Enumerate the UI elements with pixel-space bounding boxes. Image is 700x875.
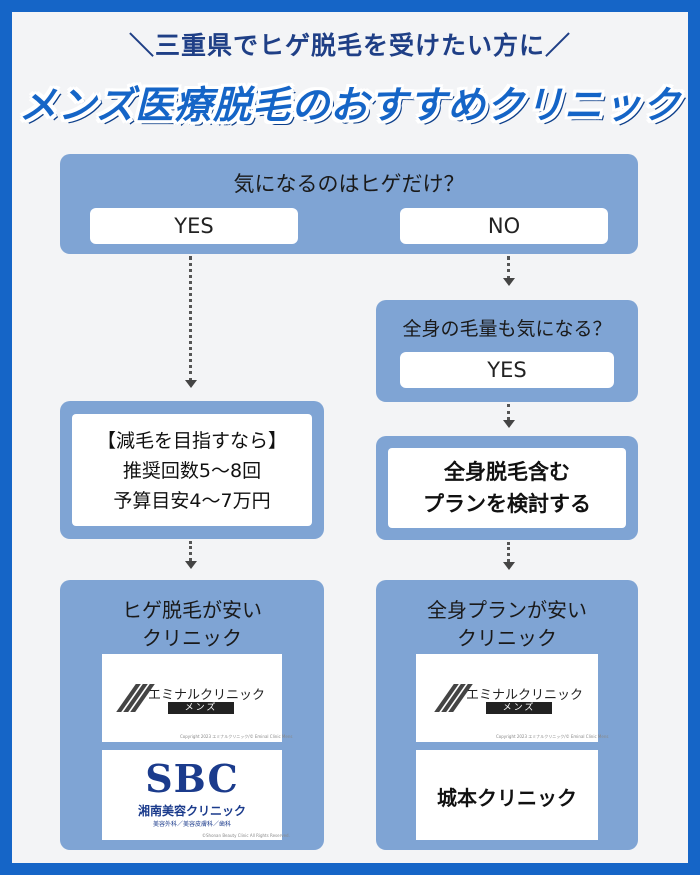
sbc-clinic-departments: 美容外科／美容皮膚科／歯科	[152, 821, 231, 828]
shiromoto-clinic-name: 城本クリニック	[437, 786, 577, 810]
eminal-clinic-logo-left[interactable]: エミナルクリニック メンズ Copyright 2023 エミナルクリニック/©…	[102, 654, 292, 742]
eminal-stripes-icon	[116, 684, 155, 712]
fullbody-info-card: 全身脱毛含む プランを検討する	[388, 448, 626, 528]
reduction-info-card: 【減毛を目指すなら】 推奨回数5〜8回 予算目安4〜7万円	[72, 414, 312, 526]
fullbody-clinics-heading-1: 全身プランが安い	[427, 598, 587, 622]
reduction-info-heading: 【減毛を目指すなら】	[96, 430, 287, 452]
eminal-clinic-logo-right[interactable]: エミナルクリニック メンズ Copyright 2023 エミナルクリニック/©…	[416, 654, 608, 742]
question-box-body-hair: 全身の毛量も気になる？ YES	[376, 300, 638, 402]
arrow-q2-to-fullbody	[507, 404, 510, 420]
beard-clinics-heading-2: クリニック	[142, 626, 242, 650]
eminal-mens-badge: メンズ	[486, 702, 552, 714]
yes-option-2[interactable]: YES	[400, 352, 614, 388]
fullbody-clinics-heading-2: クリニック	[457, 626, 557, 650]
arrow-yes-to-reduction	[189, 256, 192, 382]
question-box-beard-only: 気になるのはヒゲだけ？ YES NO	[60, 154, 638, 254]
fullbody-clinics-box: 全身プランが安い クリニック エミナルクリニック メンズ Copyright 2…	[376, 580, 638, 850]
eminal-clinic-name: エミナルクリニック	[466, 688, 584, 703]
sbc-clinic-name: 湘南美容クリニック	[137, 804, 246, 818]
recommended-sessions: 推奨回数5〜8回	[122, 460, 262, 482]
page-title: メンズ医療脱毛のおすすめクリニック	[18, 83, 682, 127]
beard-clinics-box: ヒゲ脱毛が安い クリニック エミナルクリニック メンズ Copyright 20…	[60, 580, 324, 850]
question-body-hair: 全身の毛量も気になる？	[402, 318, 612, 340]
arrow-reduction-to-results	[189, 541, 192, 561]
eminal-stripes-icon	[434, 684, 473, 712]
arrow-no-to-q2	[507, 256, 510, 280]
yes-option-1[interactable]: YES	[90, 208, 298, 244]
eminal-copyright: Copyright 2023 エミナルクリニック/© Eminal Clinic…	[180, 734, 293, 739]
sbc-copyright: ©Shonan Beauty Clinic All Rights Reserve…	[202, 833, 290, 838]
arrowhead-q2-to-fullbody	[503, 420, 515, 428]
question-beard-only: 気になるのはヒゲだけ？	[233, 172, 465, 196]
eminal-clinic-name: エミナルクリニック	[148, 688, 266, 703]
arrowhead-reduction-to-results	[185, 561, 197, 569]
reduction-info-box: 【減毛を目指すなら】 推奨回数5〜8回 予算目安4〜7万円	[60, 401, 324, 539]
arrowhead-yes-to-reduction	[185, 380, 197, 388]
fullbody-info-line1: 全身脱毛含む	[444, 460, 570, 484]
sbc-logo-text: SBC	[145, 756, 239, 801]
eminal-copyright: Copyright 2023 エミナルクリニック/© Eminal Clinic…	[496, 734, 609, 739]
arrowhead-fullbody-to-results	[503, 562, 515, 570]
page-subtitle: ＼三重県でヒゲ脱毛を受けたい方に／	[128, 31, 571, 60]
arrowhead-no-to-q2	[503, 278, 515, 286]
budget-estimate: 予算目安4〜7万円	[113, 490, 271, 512]
fullbody-info-box: 全身脱毛含む プランを検討する	[376, 436, 638, 540]
shiromoto-clinic-logo[interactable]: 城本クリニック	[416, 750, 598, 840]
sbc-clinic-logo[interactable]: SBC 湘南美容クリニック 美容外科／美容皮膚科／歯科 ©Shonan Beau…	[102, 750, 290, 840]
no-option-1[interactable]: NO	[400, 208, 608, 244]
beard-clinics-heading-1: ヒゲ脱毛が安い	[122, 598, 262, 622]
eminal-mens-badge: メンズ	[168, 702, 234, 714]
fullbody-info-line2: プランを検討する	[423, 492, 591, 516]
arrow-fullbody-to-results	[507, 542, 510, 562]
